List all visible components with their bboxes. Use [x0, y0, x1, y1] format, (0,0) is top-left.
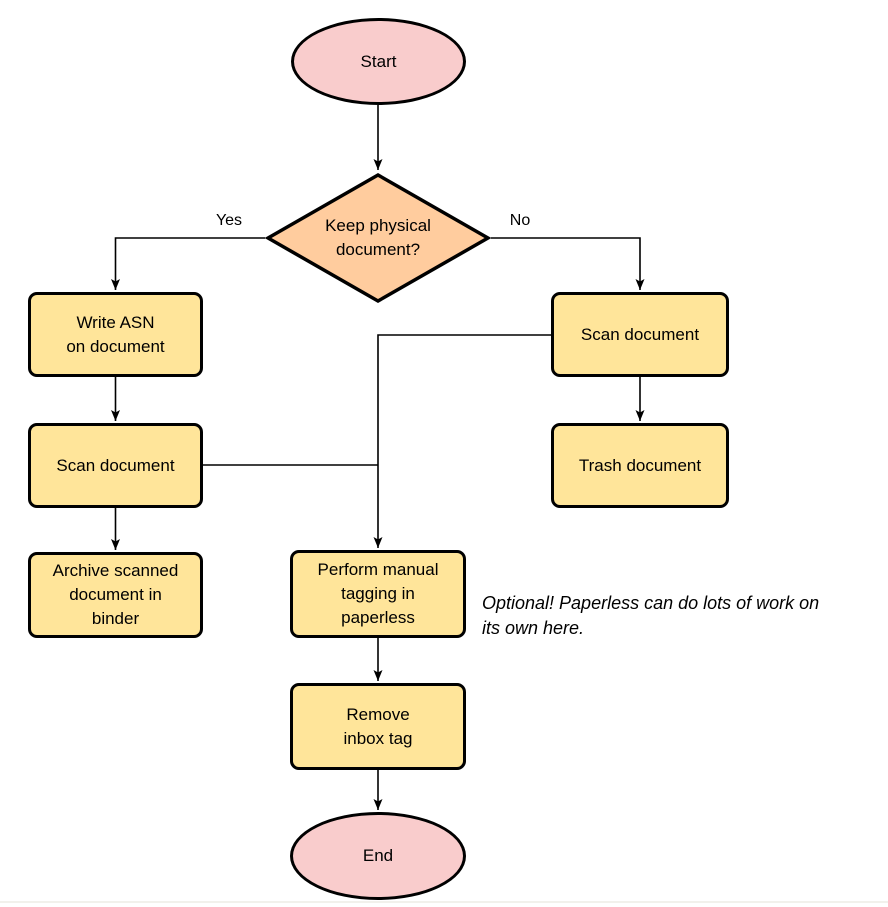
- edge-label-no: No: [497, 212, 543, 230]
- edge-decision-yes-to-write-asn: [111, 237, 265, 290]
- node-start: Start: [291, 18, 466, 105]
- node-scan-document-right: Scan document: [551, 292, 729, 377]
- node-scan-document-left: Scan document: [28, 423, 203, 508]
- node-trash-document: Trash document: [551, 423, 729, 508]
- edge-label-yes: Yes: [206, 212, 252, 230]
- diamond-shape: [265, 172, 491, 304]
- node-tagging-label: Perform manual tagging in paperless: [317, 560, 439, 627]
- node-start-label: Start: [360, 51, 397, 71]
- node-decision-label: Keep physical document?: [325, 216, 431, 259]
- node-remove-inbox-label: Remove inbox tag: [343, 704, 413, 748]
- node-trash-label: Trash document: [578, 455, 702, 475]
- node-manual-tagging: Perform manual tagging in paperless: [290, 550, 466, 638]
- edge-scan-right-to-tagging: [373, 334, 551, 548]
- node-archive-label: Archive scanned document in binder: [52, 561, 179, 628]
- edge-decision-no-to-scan-right: [491, 237, 645, 290]
- node-end: End: [290, 812, 466, 900]
- node-scan-right-label: Scan document: [580, 324, 700, 344]
- node-decision-keep-physical: Keep physical document?: [265, 172, 491, 304]
- node-end-label: End: [362, 846, 394, 865]
- node-write-asn-label: Write ASN on document: [66, 312, 165, 356]
- page-bottom-border: [0, 901, 888, 903]
- node-archive-in-binder: Archive scanned document in binder: [28, 552, 203, 638]
- annotation-optional-note: Optional! Paperless can do lots of work …: [482, 593, 820, 638]
- node-scan-left-label: Scan document: [56, 455, 175, 475]
- node-remove-inbox-tag: Remove inbox tag: [290, 683, 466, 770]
- node-write-asn: Write ASN on document: [28, 292, 203, 377]
